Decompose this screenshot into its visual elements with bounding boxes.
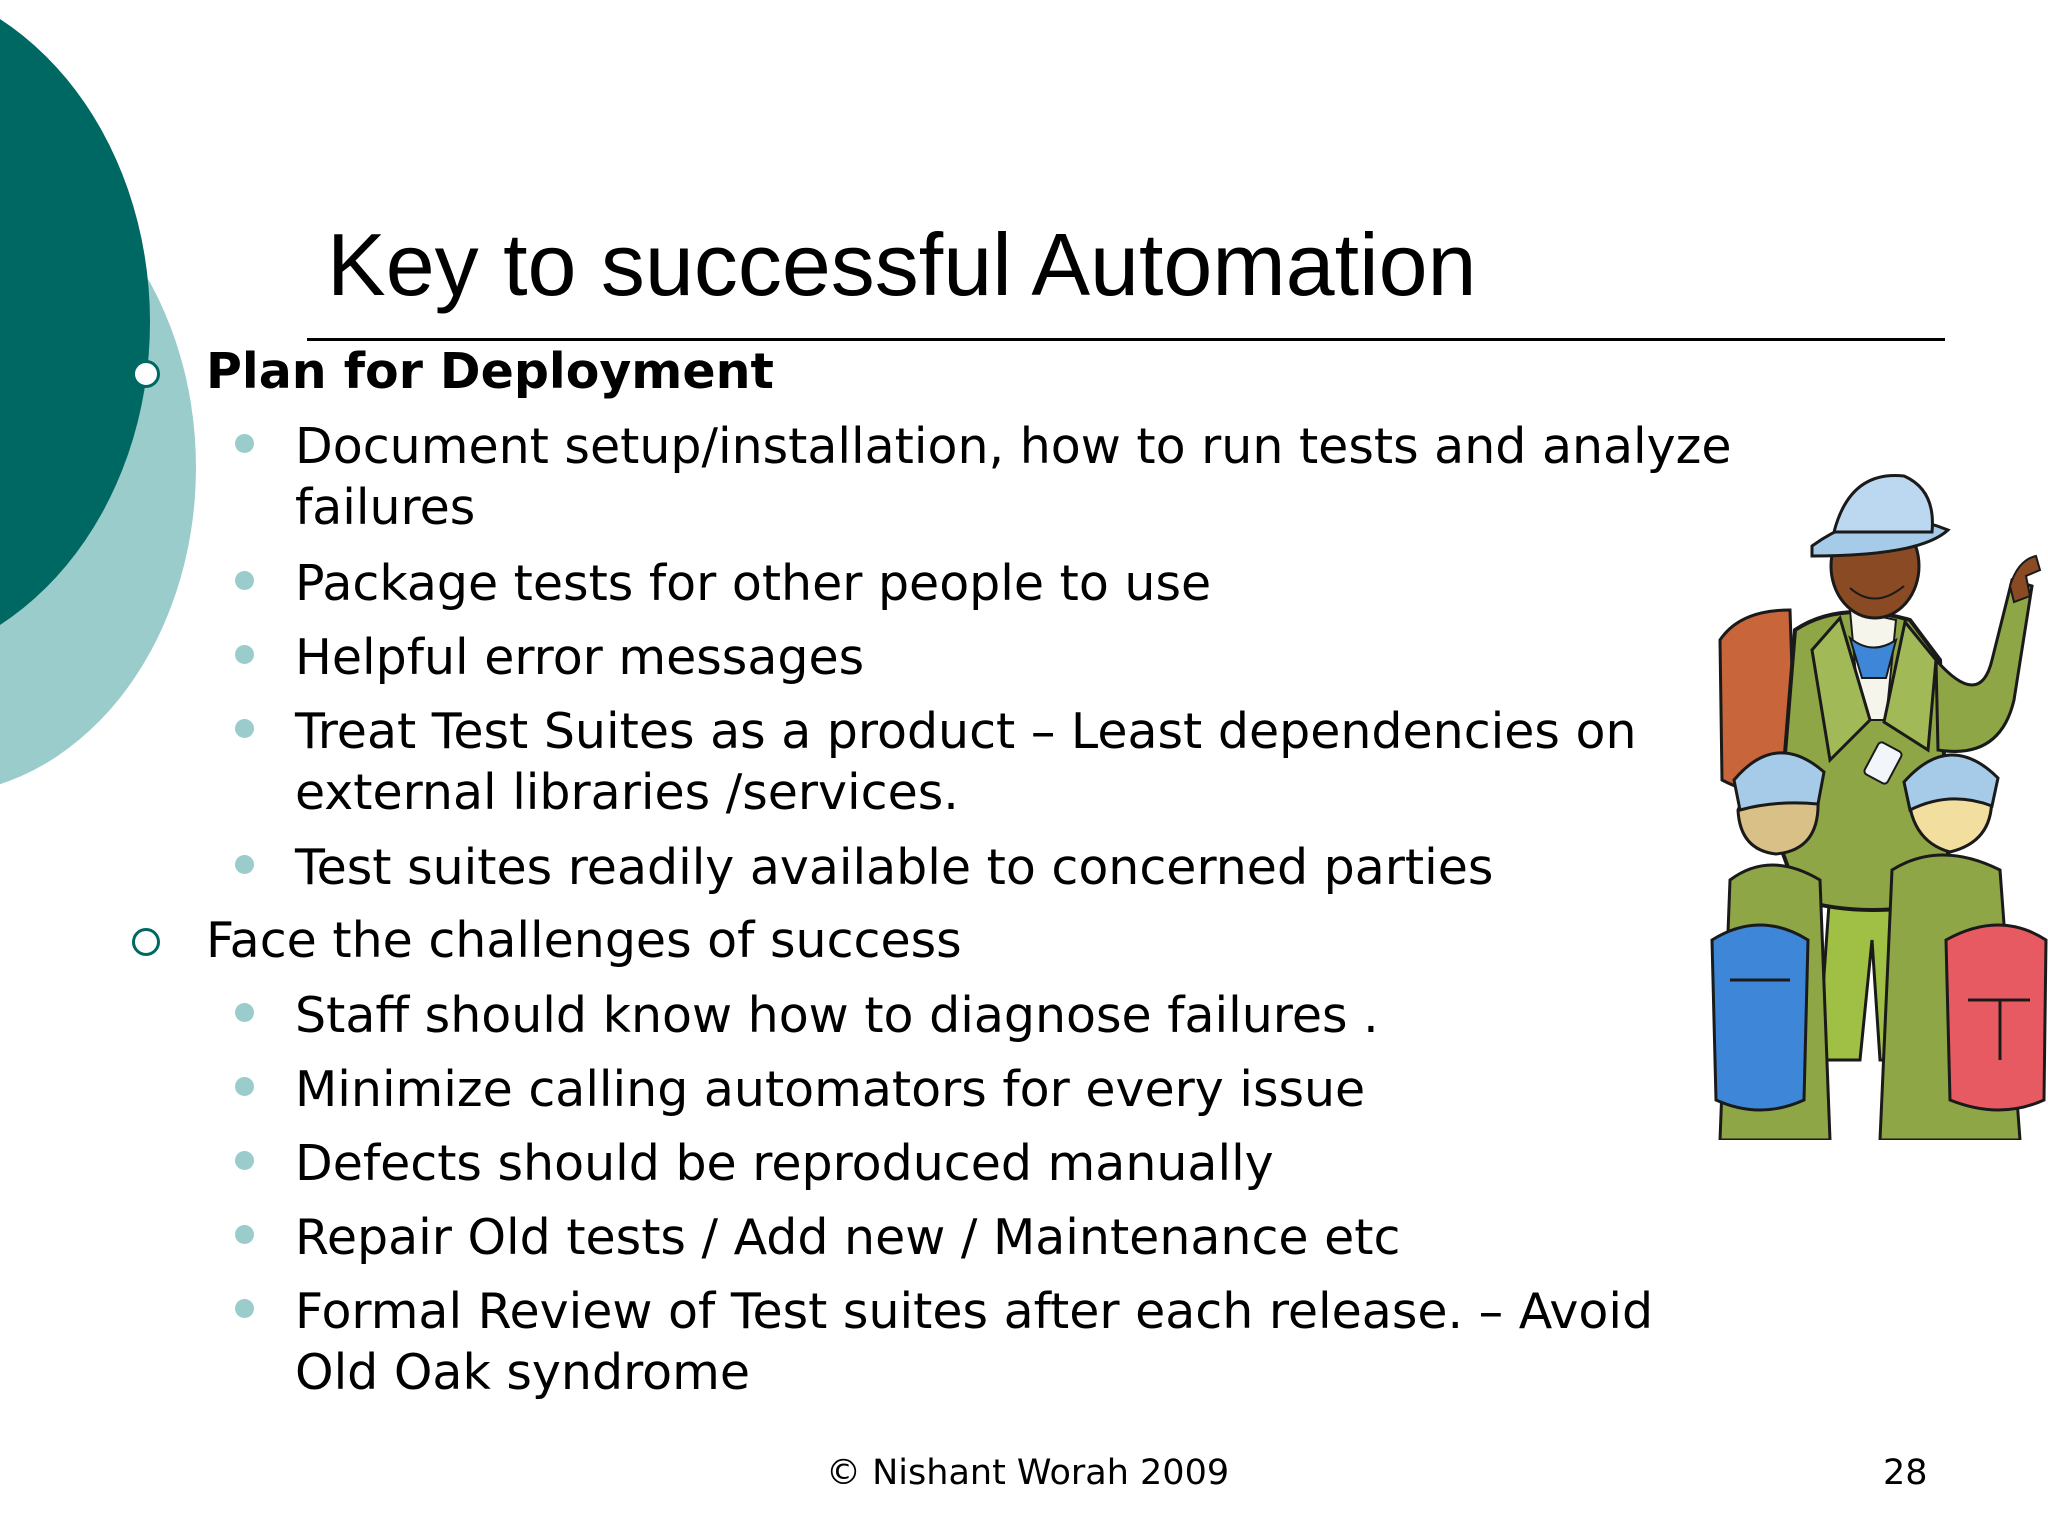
teacher-with-children-clipart-icon (1710, 473, 2048, 1140)
bullet-text: Minimize calling automators for every is… (295, 1061, 1366, 1118)
section-heading-challenges: Face the challenges of success (206, 912, 962, 969)
bullet-text: Staff should know how to diagnose failur… (295, 987, 1379, 1044)
slide-title: Key to successful Automation (327, 215, 1477, 314)
bullet-text-continuation: failures (295, 479, 476, 536)
bullet-dot-icon (235, 1225, 254, 1244)
page-number: 28 (1883, 1453, 1928, 1493)
footer-copyright: © Nishant Worah 2009 (826, 1453, 1230, 1493)
section-marker-icon (132, 360, 160, 388)
bullet-text-continuation: external libraries /services. (295, 764, 959, 821)
bullet-text: Repair Old tests / Add new / Maintenance… (295, 1209, 1401, 1266)
title-underline (307, 338, 1945, 341)
section-marker-icon (132, 928, 160, 956)
bullet-dot-icon (235, 434, 254, 453)
bullet-dot-icon (235, 1003, 254, 1022)
bullet-dot-icon (235, 571, 254, 590)
bullet-text: Helpful error messages (295, 629, 865, 686)
section-heading-deployment: Plan for Deployment (206, 343, 774, 400)
bullet-dot-icon (235, 645, 254, 664)
bullet-text: Defects should be reproduced manually (295, 1135, 1274, 1192)
bullet-text-continuation: Old Oak syndrome (295, 1344, 751, 1401)
bullet-dot-icon (235, 855, 254, 874)
bullet-text: Document setup/installation, how to run … (295, 418, 1732, 475)
bullet-dot-icon (235, 1299, 254, 1318)
bullet-text: Package tests for other people to use (295, 555, 1212, 612)
bullet-dot-icon (235, 719, 254, 738)
bullet-text: Test suites readily available to concern… (295, 839, 1494, 896)
bullet-dot-icon (235, 1077, 254, 1096)
bullet-dot-icon (235, 1151, 254, 1170)
bullet-text: Treat Test Suites as a product – Least d… (295, 703, 1637, 760)
bullet-text: Formal Review of Test suites after each … (295, 1283, 1654, 1340)
